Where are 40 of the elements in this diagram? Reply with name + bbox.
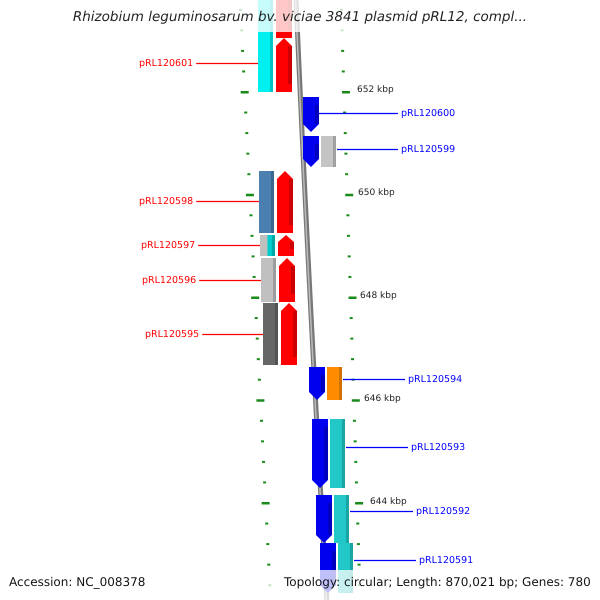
leader-line: [199, 280, 261, 282]
leader-line: [198, 244, 260, 246]
leader-line: [319, 112, 398, 114]
scale-label: 652 kbp: [357, 85, 394, 96]
gene-label: pRL120598: [139, 195, 194, 208]
gene-label: pRL120600: [401, 107, 456, 120]
gene-feature: [303, 97, 319, 132]
leader-line: [350, 510, 413, 512]
scale-label: 644 kbp: [370, 497, 407, 508]
gene-feature: [309, 367, 343, 400]
scale-label: 646 kbp: [364, 394, 401, 405]
gene-feature: [263, 303, 297, 365]
gene-label: pRL120601: [139, 57, 194, 70]
leader-line: [337, 148, 398, 150]
gene-label: pRL120592: [416, 505, 470, 518]
gene-label: pRL120595: [145, 328, 200, 341]
leader-line: [354, 560, 416, 562]
scale-label: 650 kbp: [358, 188, 395, 199]
gene-label: pRL120599: [401, 143, 456, 156]
leader-line: [343, 378, 405, 380]
leader-line: [202, 334, 263, 336]
gene-feature: [261, 258, 295, 302]
gene-feature: [312, 419, 346, 488]
leader-line: [346, 446, 408, 448]
gene-feature: [260, 235, 294, 256]
footer-text: Topology: circular; Length: 870,021 bp; Genes: 780: [284, 575, 591, 590]
gene-feature: [259, 171, 293, 233]
leader-line: [196, 200, 259, 202]
gene-feature: [258, 38, 292, 92]
scale-label: 648 kbp: [360, 291, 397, 302]
title: Rhizobium leguminosarum bv. viciae 3841 plasmid pRL12, compl...: [72, 9, 528, 25]
gene-label: pRL120593: [411, 441, 466, 454]
leader-line: [196, 62, 258, 64]
gene-feature: [303, 136, 337, 167]
gene-label: pRL120594: [408, 373, 462, 386]
gene-label: pRL120596: [142, 274, 196, 287]
footer-text: Accession: NC_008378: [9, 575, 146, 590]
gene-label: pRL120591: [419, 554, 474, 567]
gene-feature: [316, 495, 350, 543]
gene-label: pRL120597: [141, 239, 196, 252]
